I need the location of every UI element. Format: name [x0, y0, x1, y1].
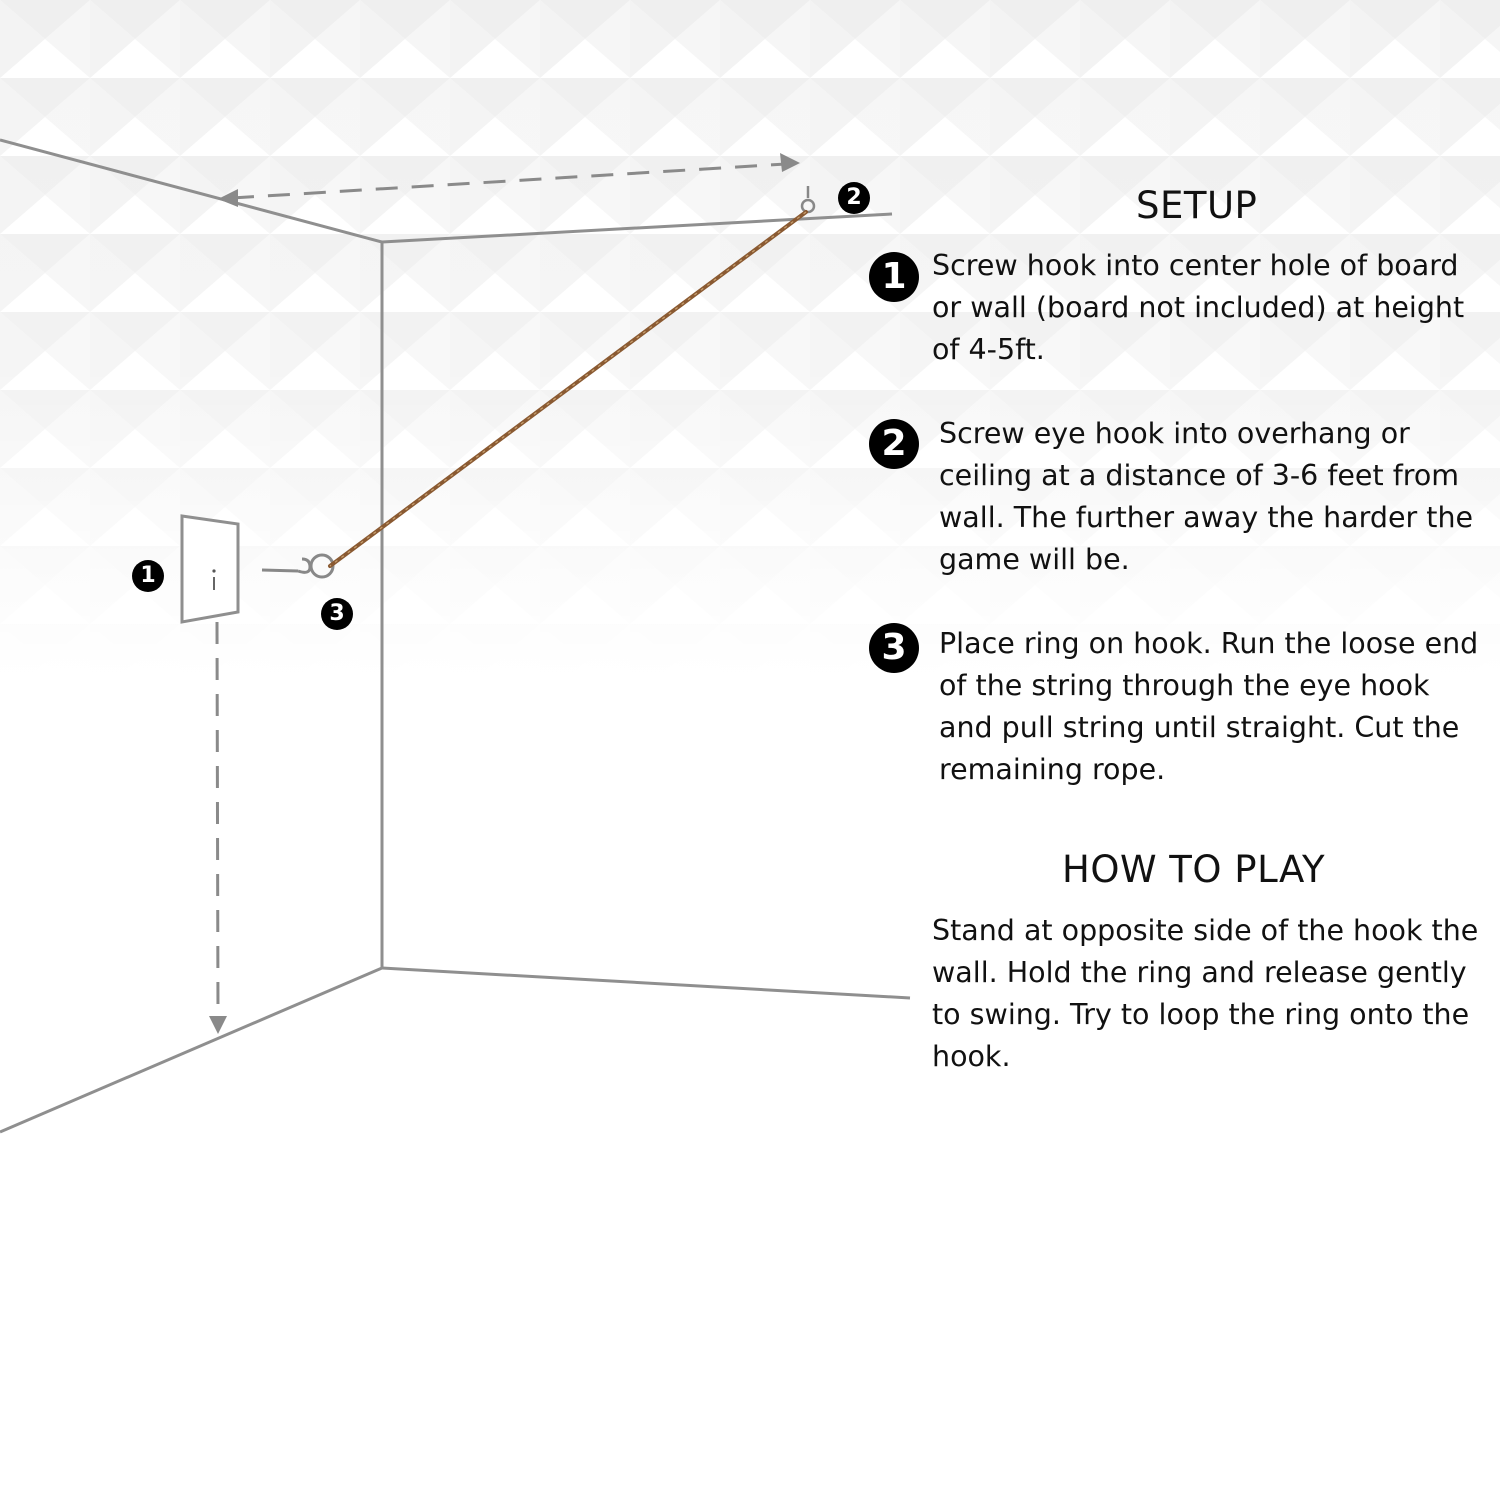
- setup-heading: SETUP: [1136, 184, 1258, 227]
- step-3-badge: 3: [869, 623, 919, 673]
- room-edges: [0, 138, 911, 1134]
- marker-board: 1: [132, 560, 164, 592]
- distance-arrow: [218, 153, 800, 207]
- step-2-badge: 2: [869, 419, 919, 469]
- step-2-text: Screw eye hook into overhang or ceiling …: [939, 417, 1474, 576]
- marker-eye-hook: 2: [838, 182, 870, 214]
- step-1-badge: 1: [869, 252, 919, 302]
- step-1-text: Screw hook into center hole of board or …: [932, 249, 1465, 366]
- step-3-text: Place ring on hook. Run the loose end of…: [939, 627, 1479, 786]
- how-to-play-heading: HOW TO PLAY: [1062, 848, 1326, 891]
- board: [180, 514, 240, 624]
- how-to-play-text: Stand at opposite side of the hook the w…: [932, 914, 1479, 1073]
- marker-ring: 3: [321, 598, 353, 630]
- height-arrow: [209, 621, 227, 1034]
